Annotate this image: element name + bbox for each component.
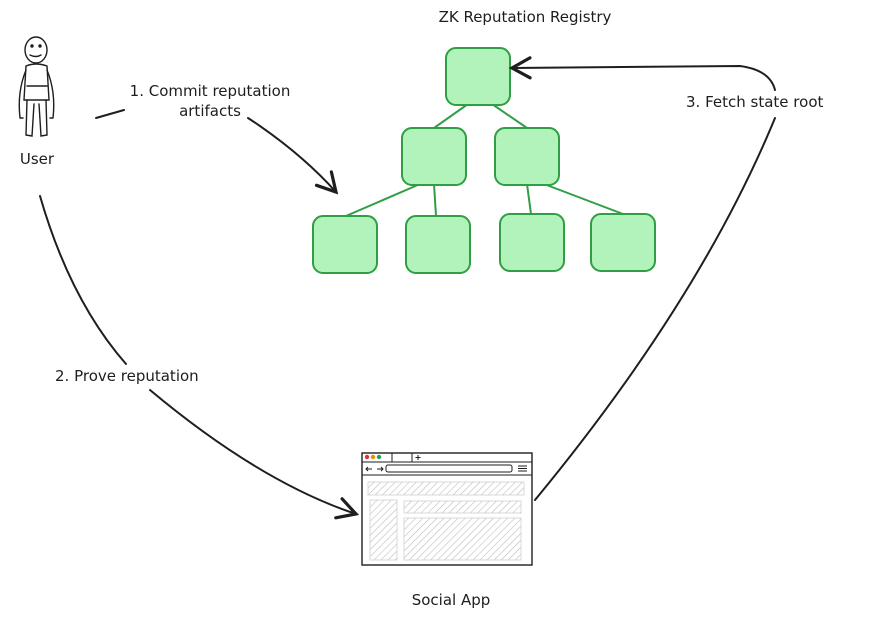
forward-arrow-icon	[377, 466, 384, 472]
step-3-label: 3. Fetch state root	[686, 93, 823, 111]
address-bar	[385, 464, 513, 473]
tree-node-root	[445, 47, 511, 106]
tree-edges	[345, 103, 624, 217]
tree-node-leaf-1	[312, 215, 378, 274]
edge-left-leaf1	[345, 183, 421, 217]
tree-node-mid-right	[494, 127, 560, 186]
step-2-label: 2. Prove reputation	[55, 367, 199, 385]
new-tab-icon	[415, 455, 421, 460]
edge-root-right	[491, 103, 528, 129]
step-1-number: 1.	[129, 82, 144, 100]
content-sidebar-block	[369, 499, 398, 561]
edge-right-leaf4	[543, 183, 624, 215]
step-1-label: 1. Commit reputation artifacts	[112, 81, 308, 121]
arrow-1-dash	[95, 109, 125, 119]
arrow-1-commit	[247, 117, 339, 195]
content-main-block	[403, 517, 522, 561]
arrow-2-prove-bottom	[149, 389, 360, 520]
edge-right-leaf3	[526, 183, 532, 215]
app-label: Social App	[411, 591, 491, 609]
tree-node-leaf-3	[499, 213, 565, 272]
menu-icon	[518, 465, 527, 472]
step-1-text: Commit reputation artifacts	[148, 82, 291, 120]
tree-node-leaf-4	[590, 213, 656, 272]
window-close-dot	[364, 454, 370, 460]
arrow-3-fetch-lower	[534, 117, 776, 501]
window-maximize-dot	[376, 454, 382, 460]
arrow-2-prove-top	[39, 195, 127, 365]
arrow-3-fetch-upper	[508, 56, 776, 91]
step-2-number: 2.	[55, 367, 70, 385]
user-icon	[18, 36, 55, 137]
connectors	[39, 56, 776, 520]
tree-node-mid-left	[401, 127, 467, 186]
step-2-text: Prove reputation	[74, 367, 199, 385]
window-minimize-dot	[370, 454, 376, 460]
tree-nodes	[312, 47, 656, 274]
back-arrow-icon	[365, 466, 372, 472]
edge-root-left	[433, 103, 469, 129]
step-3-text: Fetch state root	[705, 93, 824, 111]
browser-tab	[391, 452, 413, 463]
tree-node-leaf-2	[405, 215, 471, 274]
edge-left-leaf2	[433, 183, 437, 217]
diagram-title: ZK Reputation Registry	[438, 8, 612, 26]
user-label: User	[19, 150, 55, 168]
content-line-block	[403, 500, 522, 514]
content-header-block	[367, 481, 525, 496]
app-icon	[361, 452, 533, 566]
step-3-number: 3.	[686, 93, 701, 111]
